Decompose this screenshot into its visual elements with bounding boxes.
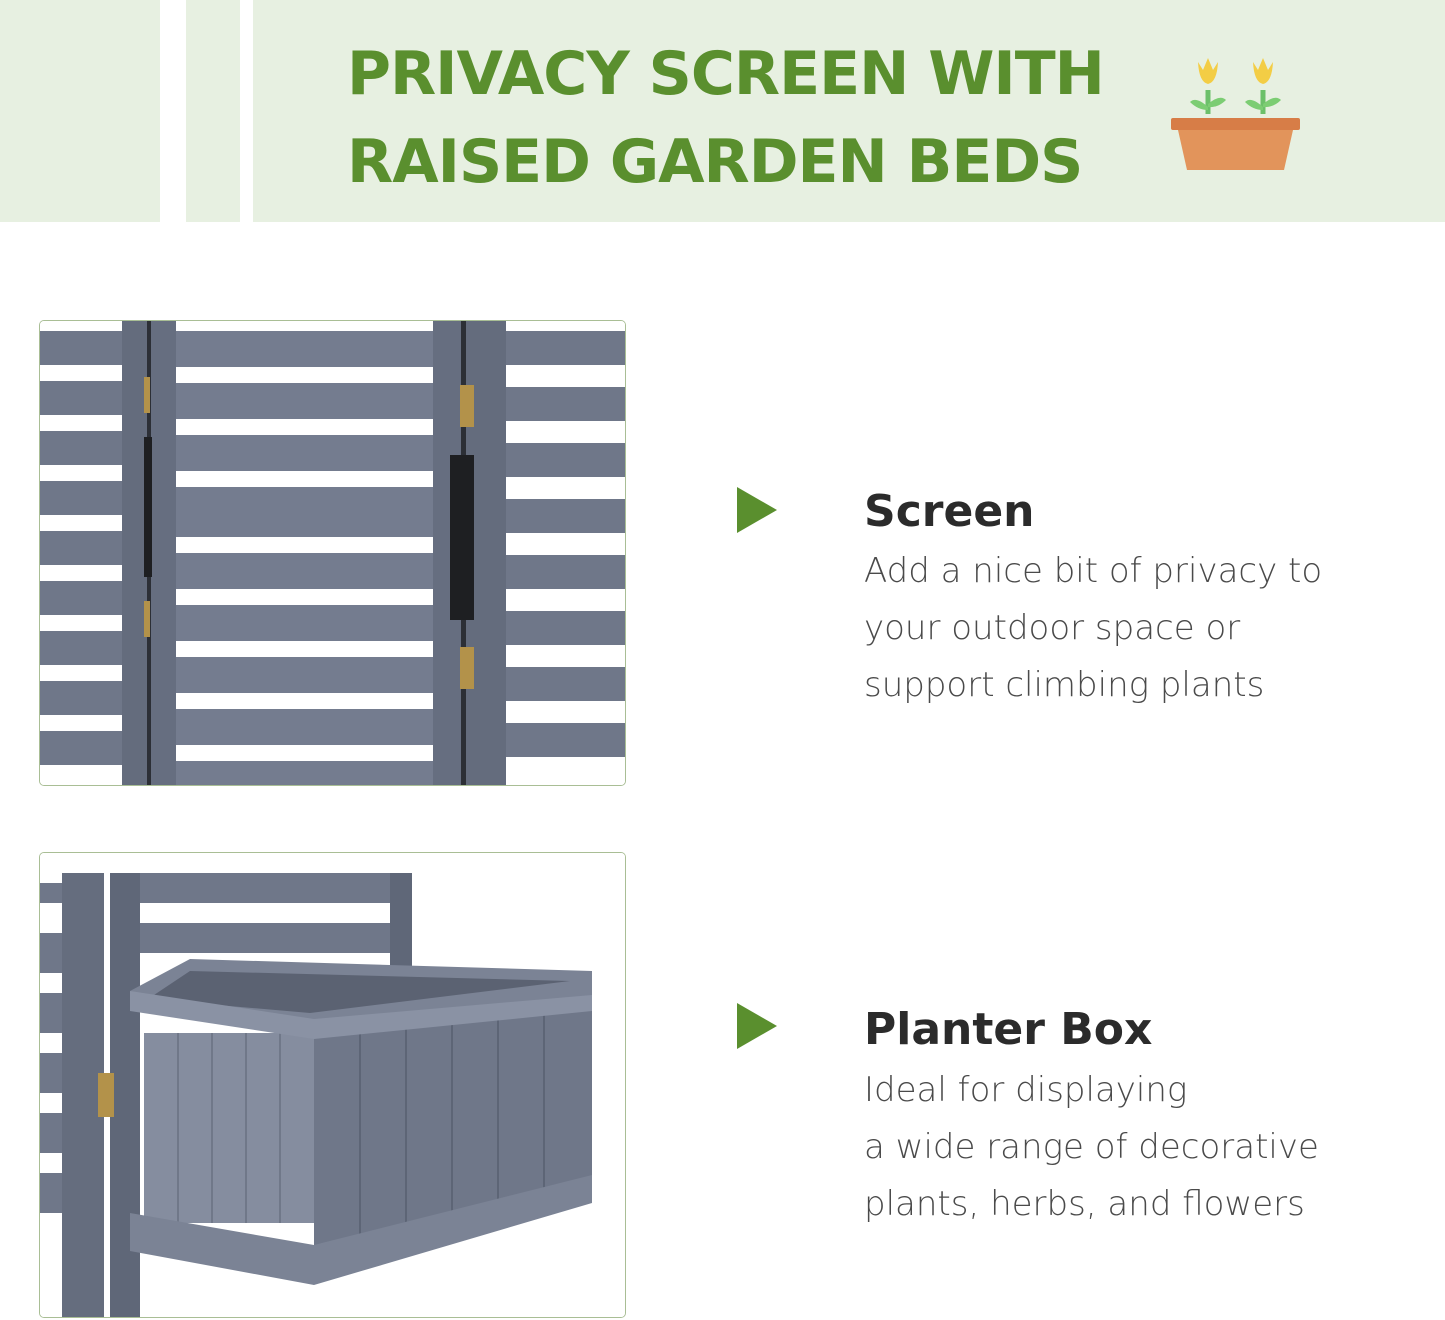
feature-title-screen: Screen (864, 486, 1035, 537)
banner-stripe (0, 0, 160, 222)
feature-description-screen: Add a nice bit of privacy to your outdoo… (864, 543, 1424, 714)
header-banner: PRIVACY SCREEN WITH RAISED GARDEN BEDS (0, 0, 1445, 222)
banner-panel (253, 0, 1445, 222)
description-line: Add a nice bit of privacy to (864, 551, 1323, 591)
play-arrow-icon (737, 1003, 777, 1049)
title-line-2: RAISED GARDEN BEDS (347, 127, 1083, 197)
description-line: your outdoor space or (864, 608, 1241, 648)
planter-box-image (39, 852, 626, 1318)
description-line: plants, herbs, and flowers (864, 1184, 1305, 1224)
page-title: PRIVACY SCREEN WITH RAISED GARDEN BEDS (347, 30, 1147, 206)
play-arrow-icon (737, 487, 777, 533)
description-line: Ideal for displaying (864, 1070, 1188, 1110)
feature-description-planter-box: Ideal for displaying a wide range of dec… (864, 1062, 1424, 1233)
screen-image (39, 320, 626, 786)
banner-stripe (186, 0, 240, 222)
title-line-1: PRIVACY SCREEN WITH (347, 39, 1105, 109)
description-line: a wide range of decorative (864, 1127, 1319, 1167)
description-line: support climbing plants (864, 665, 1265, 705)
flower-pot-icon (1171, 58, 1300, 170)
feature-title-planter-box: Planter Box (864, 1004, 1153, 1055)
